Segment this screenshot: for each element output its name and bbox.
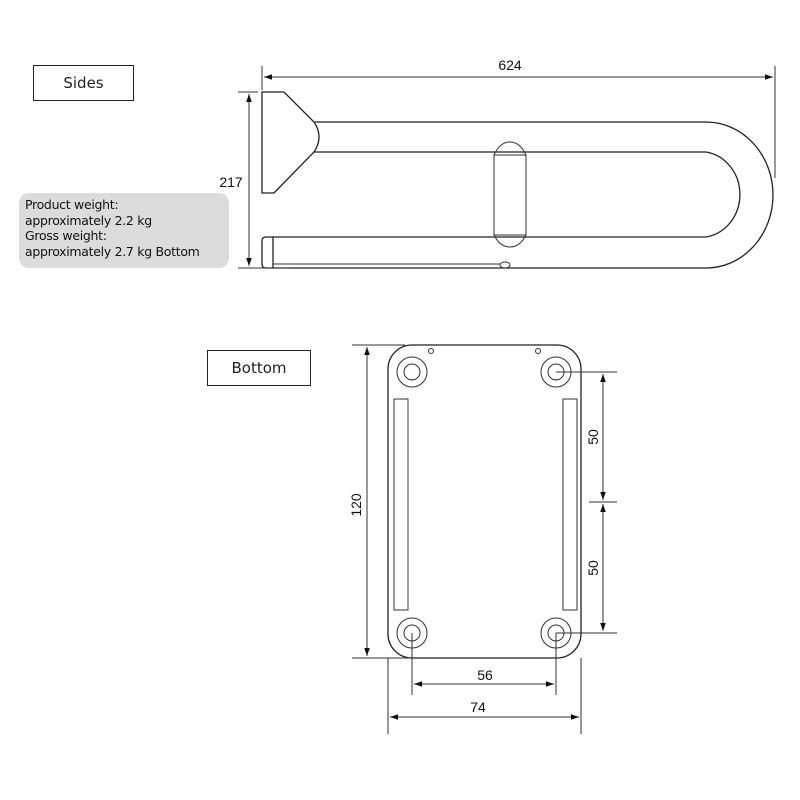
dimension-label: 74	[470, 699, 486, 715]
dimension-label: 120	[348, 493, 364, 517]
weight-note-line: approximately 2.2 kg	[25, 212, 152, 228]
dimension-plate-width-74: 74	[387, 658, 582, 734]
inner-tube-edge	[273, 151, 741, 238]
wall-plate-outline	[387, 344, 582, 659]
dimension-label: 624	[498, 57, 522, 73]
weight-note-line: Gross weight:	[25, 228, 107, 243]
pin-hole	[535, 348, 541, 354]
slot	[562, 398, 578, 611]
release-knob	[499, 261, 511, 269]
dimension-plate-height-120: 120	[348, 344, 410, 659]
tube-end-cap	[261, 236, 274, 269]
dimension-height-217: 217	[219, 91, 290, 269]
slot	[393, 398, 409, 611]
dimension-label: 50	[585, 429, 601, 445]
dimension-label: 56	[477, 667, 493, 683]
dimension-hole-spacing-50: 50 50	[556, 371, 617, 634]
bottom-view-label: Bottom	[207, 350, 311, 386]
weight-note: Product weight: approximately 2.2 kg Gro…	[19, 193, 229, 268]
side-view-grab-bar	[261, 91, 774, 269]
wall-plate-side	[261, 91, 320, 194]
dimension-length-624: 624	[261, 57, 776, 178]
upper-tube	[273, 121, 774, 269]
pin-hole	[428, 348, 434, 354]
sliding-clasp	[493, 141, 527, 248]
dimension-label: 50	[585, 560, 601, 576]
bottom-view-wall-plate	[387, 344, 582, 659]
dimension-label: 217	[219, 174, 243, 190]
mounting-hole	[396, 356, 428, 388]
dimension-hole-spacing-56: 56	[411, 633, 557, 695]
weight-note-line: Product weight:	[25, 197, 119, 212]
sides-view-label: Sides	[33, 65, 134, 101]
weight-note-line: approximately 2.7 kg Bottom	[25, 243, 200, 259]
